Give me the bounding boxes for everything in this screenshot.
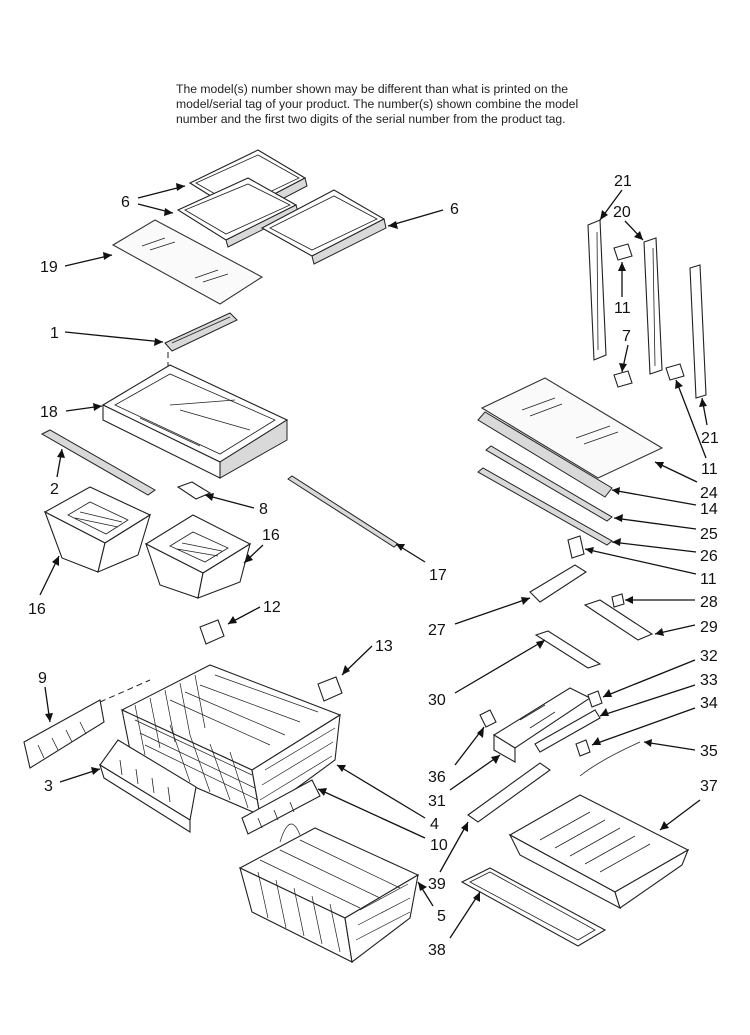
note-line-2: model/serial tag of your product. The nu… — [176, 97, 579, 111]
callout-21-top: 21 — [614, 173, 632, 190]
leader-lines — [39, 183, 708, 939]
callout-18: 18 — [40, 404, 58, 421]
crisper-frame — [101, 364, 289, 479]
clip-28 — [611, 593, 625, 608]
callout-19: 19 — [40, 259, 58, 276]
callout-28: 28 — [700, 594, 718, 611]
basket-bracket-12 — [199, 619, 225, 645]
callout-11-top: 11 — [614, 300, 631, 317]
callout-3: 3 — [44, 778, 53, 795]
disclaimer-note: The model(s) number shown may be differe… — [176, 82, 616, 127]
screw-right — [665, 363, 685, 381]
callout-29: 29 — [700, 619, 718, 636]
callout-16-left: 16 — [28, 601, 46, 618]
callout-30: 30 — [428, 692, 446, 709]
basket-front-3 — [99, 739, 197, 833]
callout-32: 32 — [700, 648, 718, 665]
callout-39: 39 — [428, 876, 446, 893]
basket-endcap-9 — [23, 699, 105, 769]
callout-4: 4 — [430, 816, 439, 833]
callout-34: 34 — [700, 695, 718, 712]
deli-pan-37 — [508, 794, 690, 910]
callout-11-middle: 11 — [700, 571, 717, 588]
slide-rail-30 — [534, 630, 602, 669]
callout-36: 36 — [428, 769, 446, 786]
freezer-basket-upper — [99, 664, 342, 816]
callout-6-right: 6 — [450, 201, 459, 218]
callout-5: 5 — [437, 908, 446, 925]
drawer-clip — [176, 481, 212, 500]
crisper-pan-right — [144, 514, 252, 599]
callout-2: 2 — [50, 481, 59, 498]
callout-37: 37 — [700, 778, 718, 795]
wire-harness-35 — [579, 741, 641, 777]
callout-12: 12 — [263, 599, 281, 616]
screw-32 — [587, 690, 603, 708]
rail-29 — [583, 599, 654, 641]
drawer-rod — [287, 475, 399, 548]
callout-11-right: 11 — [701, 461, 718, 478]
crisper-pan-left — [43, 486, 152, 573]
screw-middle — [613, 370, 633, 388]
rail-33 — [534, 709, 601, 753]
shelf-frame-right — [260, 189, 387, 265]
callout-26: 26 — [700, 548, 718, 565]
shelf-trim-25 — [485, 445, 613, 522]
callout-6-left: 6 — [121, 194, 130, 211]
shelf-ladder-center — [643, 237, 663, 375]
screw-upper — [613, 243, 633, 261]
callout-10: 10 — [430, 837, 448, 854]
callout-25: 25 — [700, 526, 718, 543]
shelf-trim-26 — [477, 467, 613, 546]
callout-24: 24 — [700, 485, 718, 502]
callout-21-right: 21 — [701, 430, 719, 447]
shelf-ladder-right — [689, 264, 707, 399]
glass-shelf-fresh-food — [480, 377, 664, 479]
shelf-ladder-left — [587, 219, 607, 361]
freezer-basket-lower — [238, 823, 420, 963]
screw-26 — [567, 535, 585, 559]
pan-cover-38 — [460, 867, 607, 947]
callout-7: 7 — [622, 328, 631, 345]
callout-27: 27 — [428, 622, 446, 639]
callout-35: 35 — [700, 743, 718, 760]
callout-1: 1 — [50, 325, 59, 342]
callout-16-right: 16 — [262, 527, 280, 544]
basket-bracket-13 — [317, 676, 343, 702]
callout-14: 14 — [700, 501, 718, 518]
shelf-frame-left-lower — [176, 177, 299, 248]
clip-36 — [479, 709, 497, 728]
callout-labels: 6 6 19 1 18 2 8 16 16 17 12 13 9 3 4 10 … — [28, 173, 719, 959]
callout-13: 13 — [375, 638, 393, 655]
callout-20: 20 — [613, 204, 631, 221]
note-line-1: The model(s) number shown may be differe… — [176, 82, 569, 96]
screw-34 — [575, 739, 591, 757]
callout-33: 33 — [700, 672, 718, 689]
shelf-bracket-27 — [529, 564, 588, 603]
callout-31: 31 — [428, 793, 446, 810]
callout-17: 17 — [429, 567, 447, 584]
drawer-rail — [40, 429, 156, 496]
callout-9: 9 — [38, 670, 47, 687]
glass-shelf-upper — [111, 219, 264, 305]
callout-38: 38 — [428, 942, 446, 959]
shelf-trim-front — [477, 411, 613, 498]
note-line-3: number and the first two digits of the s… — [176, 112, 566, 126]
pan-trim-39 — [467, 762, 551, 823]
basket-endcap-10 — [241, 779, 321, 835]
callout-8: 8 — [259, 501, 268, 518]
